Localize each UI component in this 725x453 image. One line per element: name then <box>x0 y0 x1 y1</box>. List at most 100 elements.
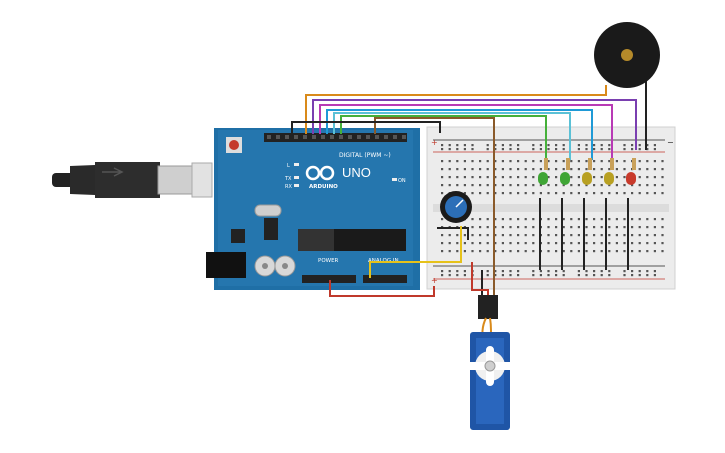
hole <box>577 218 580 221</box>
hole <box>441 184 444 187</box>
led-yellow-2 <box>604 172 614 185</box>
rail-hole <box>494 144 497 147</box>
hole <box>479 192 482 195</box>
hole <box>517 192 520 195</box>
led-yellow-1 <box>582 172 592 185</box>
hole <box>555 192 558 195</box>
hole <box>570 242 573 245</box>
rail-hole <box>486 144 489 147</box>
hole <box>532 250 535 253</box>
hole <box>562 242 565 245</box>
hole <box>600 184 603 187</box>
hole <box>539 192 542 195</box>
resistor <box>544 158 548 170</box>
hole <box>646 176 649 179</box>
hole <box>547 184 550 187</box>
rail-hole <box>486 274 489 277</box>
hole <box>653 242 656 245</box>
rail-hole <box>653 148 656 151</box>
resistor <box>610 158 614 170</box>
rail-hole <box>463 144 466 147</box>
power-label: POWER <box>318 258 339 264</box>
hole <box>623 218 626 221</box>
hole <box>494 184 497 187</box>
hole <box>608 160 611 163</box>
rail-hole <box>532 144 535 147</box>
rail-hole <box>631 270 634 273</box>
hole <box>585 242 588 245</box>
rail-hole <box>441 144 444 147</box>
hole <box>463 192 466 195</box>
hole <box>600 160 603 163</box>
hole <box>501 218 504 221</box>
hole <box>532 242 535 245</box>
hole <box>494 234 497 237</box>
rail-hole <box>463 274 466 277</box>
hole <box>547 168 550 171</box>
hole <box>646 168 649 171</box>
hole <box>646 242 649 245</box>
hole <box>471 192 474 195</box>
hole <box>653 160 656 163</box>
hole <box>585 160 588 163</box>
rail-hole <box>509 270 512 273</box>
rail-hole <box>471 148 474 151</box>
led-red <box>626 172 636 185</box>
rail-hole <box>585 144 588 147</box>
rail-hole <box>509 144 512 147</box>
hole <box>524 218 527 221</box>
hole <box>494 242 497 245</box>
hole <box>441 168 444 171</box>
uno-label: UNO <box>342 165 371 180</box>
hole <box>615 192 618 195</box>
rail-hole <box>441 274 444 277</box>
rail-hole <box>608 144 611 147</box>
hole <box>593 218 596 221</box>
hole <box>471 176 474 179</box>
hole <box>479 226 482 229</box>
hole <box>623 176 626 179</box>
hole <box>638 176 641 179</box>
hole <box>479 250 482 253</box>
hole <box>577 176 580 179</box>
rail-hole <box>547 148 550 151</box>
hole <box>593 250 596 253</box>
hole <box>577 192 580 195</box>
hole <box>631 218 634 221</box>
rail-hole <box>653 144 656 147</box>
hole <box>501 250 504 253</box>
hole <box>494 250 497 253</box>
hole <box>615 226 618 229</box>
hole <box>486 176 489 179</box>
rail-hole <box>547 270 550 273</box>
hole <box>479 160 482 163</box>
hole <box>638 250 641 253</box>
potentiometer[interactable] <box>440 191 472 223</box>
digital-pin <box>330 135 334 139</box>
hole <box>585 250 588 253</box>
rail-hole <box>600 274 603 277</box>
hole <box>441 218 444 221</box>
hole <box>547 242 550 245</box>
hole <box>555 250 558 253</box>
hole <box>623 234 626 237</box>
hole <box>441 176 444 179</box>
servo-motor <box>462 295 518 430</box>
hole <box>593 234 596 237</box>
hole <box>600 192 603 195</box>
rail-hole <box>494 270 497 273</box>
hole <box>555 160 558 163</box>
reset-button[interactable] <box>229 140 239 150</box>
rail-hole <box>585 148 588 151</box>
hole <box>577 250 580 253</box>
hole <box>615 168 618 171</box>
hole <box>646 226 649 229</box>
hole <box>623 160 626 163</box>
hole <box>532 192 535 195</box>
rail-hole <box>646 274 649 277</box>
hole <box>577 184 580 187</box>
hole <box>509 168 512 171</box>
hole <box>441 250 444 253</box>
rail-hole <box>448 274 451 277</box>
rail-hole <box>547 144 550 147</box>
